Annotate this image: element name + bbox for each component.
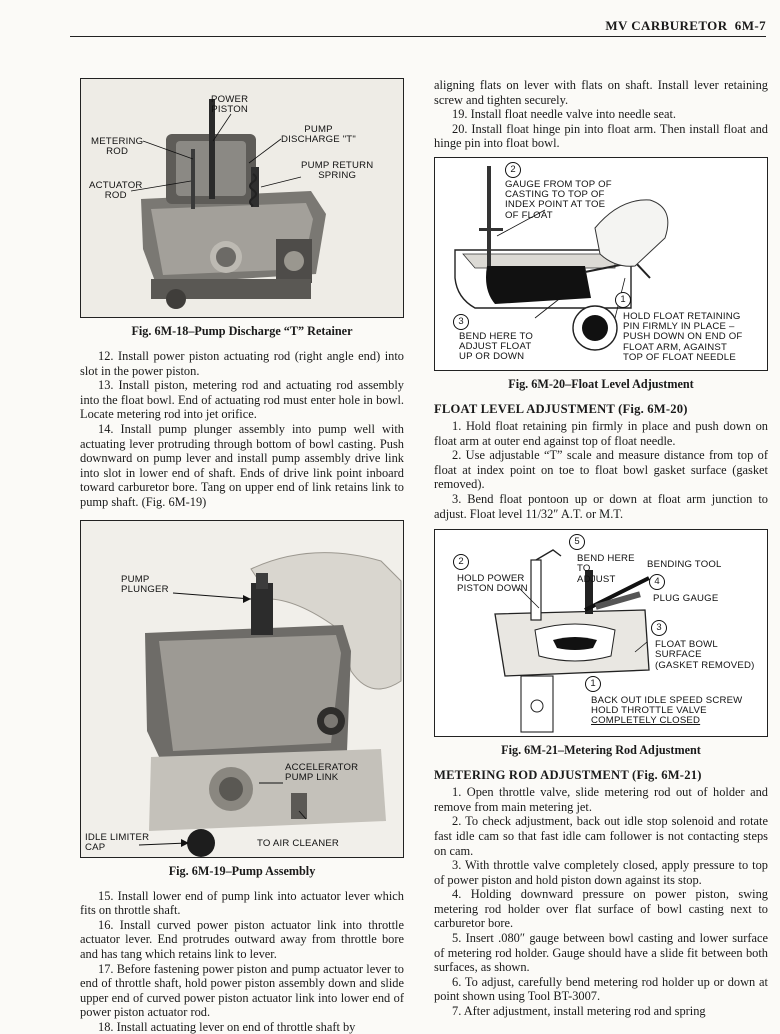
step-19: 19. Install float needle valve into need…: [452, 107, 676, 122]
fig21-callout-1: 1: [585, 676, 601, 693]
fig18-caption: Fig. 6M-18–Pump Discharge “T” Retainer: [131, 324, 353, 338]
label-power-piston: POWER PISTON: [211, 94, 249, 116]
label-completely-closed: COMPLETELY CLOSED: [591, 715, 701, 727]
fig21-callout-3: 3: [651, 620, 667, 637]
label-metering-rod: METERING ROD: [91, 136, 144, 158]
label-to-air-cleaner: TO AIR CLEANER: [257, 837, 340, 849]
step-18-continued: aligning flats on lever with flats on sh…: [434, 78, 768, 107]
step-15: 15. Install lower end of pump link into …: [80, 888, 404, 918]
fig20-callout-2: 2: [505, 161, 521, 178]
label-plug-gauge: PLUG GAUGE: [653, 593, 719, 605]
fig21-illustration: [435, 530, 767, 737]
label-gauge-from-top: GAUGE FROM TOP OF CASTING TO TOP OF INDE…: [505, 178, 612, 221]
fig18-illustration: [81, 79, 403, 317]
metering-step-6: 6. To adjust, carefully bend metering ro…: [434, 974, 768, 1004]
label-pump-plunger: PUMP PLUNGER: [121, 573, 169, 595]
step-17: 17. Before fastening power piston and pu…: [80, 961, 404, 1020]
float-level-heading: FLOAT LEVEL ADJUSTMENT (Fig. 6M-20): [434, 401, 688, 416]
step-20: 20. Install float hinge pin into float a…: [434, 121, 768, 151]
header-rule: [70, 36, 766, 37]
label-accelerator-pump-link: ACCELERATOR PUMP LINK: [285, 761, 359, 783]
metering-step-2: 2. To check adjustment, back out idle st…: [434, 814, 768, 858]
figure-6m-21: 5 BEND HERE TO ADJUST BENDING TOOL 2 HOL…: [434, 529, 768, 738]
left-column: POWER PISTON METERING ROD ACTUATOR ROD P…: [80, 78, 404, 1034]
metering-step-3: 3. With throttle valve completely closed…: [434, 858, 768, 887]
fig21-callout-5: 5: [569, 534, 585, 551]
page-header: MV CARBURETOR 6M-7: [70, 18, 766, 38]
step-18: 18. Install actuating lever on end of th…: [98, 1019, 356, 1034]
float-step-3: 3. Bend float pontoon up or down at floa…: [434, 491, 768, 521]
fig19-caption: Fig. 6M-19–Pump Assembly: [168, 863, 316, 878]
label-hold-throttle-valve: HOLD THROTTLE VALVE: [591, 705, 707, 717]
label-hold-float-retaining: HOLD FLOAT RETAINING PIN FIRMLY IN PLACE…: [623, 310, 743, 363]
figure-6m-19: PUMP PLUNGER ACCELERATOR PUMP LINK IDLE …: [80, 519, 404, 858]
fig19-illustration: [81, 520, 403, 857]
figure-6m-18: POWER PISTON METERING ROD ACTUATOR ROD P…: [80, 78, 404, 318]
float-step-2: 2. Use adjustable “T” scale and measure …: [434, 448, 768, 492]
step-16: 16. Install curved power piston actuator…: [80, 917, 404, 961]
figure-6m-20: 2 GAUGE FROM TOP OF CASTING TO TOP OF IN…: [434, 156, 768, 371]
label-hold-power-piston: HOLD POWER PISTON DOWN: [457, 573, 528, 595]
right-column: aligning flats on lever with flats on sh…: [434, 78, 768, 1019]
label-idle-limiter-cap: IDLE LIMITER CAP: [85, 831, 150, 853]
label-pump-discharge-t: PUMP DISCHARGE "T": [281, 124, 356, 146]
metering-step-1: 1. Open throttle valve, slide metering r…: [434, 785, 768, 814]
fig20-callout-1: 1: [615, 291, 631, 308]
label-float-bowl-surface: FLOAT BOWL SURFACE (GASKET REMOVED): [655, 639, 755, 671]
fig20-callout-3: 3: [453, 313, 469, 330]
label-pump-return-spring: PUMP RETURN SPRING: [301, 160, 374, 182]
metering-step-7: 7. After adjustment, install metering ro…: [452, 1004, 706, 1019]
float-step-1: 1. Hold float retaining pin firmly in pl…: [434, 418, 768, 448]
fig21-caption: Fig. 6M-21–Metering Rod Adjustment: [501, 743, 701, 758]
label-actuator-rod: ACTUATOR ROD: [89, 180, 143, 202]
header-page-number: 6M-7: [734, 18, 766, 33]
label-bend-here-adjust: BEND HERE TO ADJUST: [577, 553, 635, 585]
metering-rod-heading: METERING ROD ADJUSTMENT (Fig. 6M-21): [434, 768, 702, 783]
fig20-illustration: [435, 157, 767, 370]
fig20-caption: Fig. 6M-20–Float Level Adjustment: [508, 376, 694, 391]
step-13: 13. Install piston, metering rod and act…: [80, 378, 404, 422]
step-12: 12. Install power piston actuating rod (…: [80, 349, 404, 378]
step-14: 14. Install pump plunger assembly into p…: [80, 421, 404, 509]
label-bend-here-float: BEND HERE TO ADJUST FLOAT UP OR DOWN: [459, 330, 534, 363]
metering-step-4: 4. Holding downward pressure on power pi…: [434, 887, 768, 931]
label-back-out-idle-screw: BACK OUT IDLE SPEED SCREW: [591, 695, 743, 707]
fig21-callout-2: 2: [453, 554, 469, 571]
metering-step-5: 5. Insert .080″ gauge between bowl casti…: [434, 931, 768, 975]
header-title: MV CARBURETOR: [605, 18, 728, 33]
label-bending-tool: BENDING TOOL: [647, 559, 722, 571]
fig21-callout-4: 4: [649, 574, 665, 591]
